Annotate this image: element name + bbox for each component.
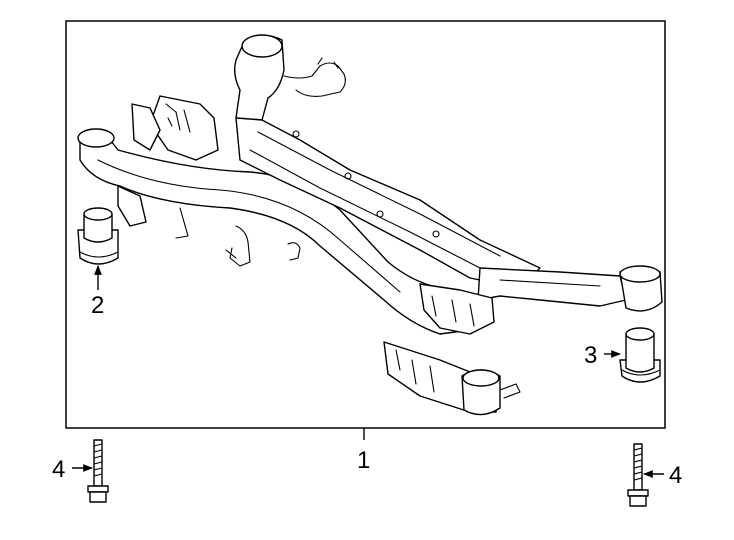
front-bushing-drawing bbox=[77, 207, 119, 265]
callout-1: 1 bbox=[357, 447, 370, 474]
bolt-right-drawing bbox=[627, 443, 649, 507]
rear-bushing-drawing bbox=[619, 327, 661, 383]
subframe-drawing bbox=[77, 34, 663, 416]
callout-3: 3 bbox=[584, 342, 597, 369]
callout-2: 2 bbox=[91, 292, 104, 319]
assembly-border bbox=[65, 20, 666, 429]
callout-4-left: 4 bbox=[52, 456, 65, 483]
callout-4-right: 4 bbox=[669, 462, 682, 489]
bolt-left-drawing bbox=[87, 439, 109, 503]
